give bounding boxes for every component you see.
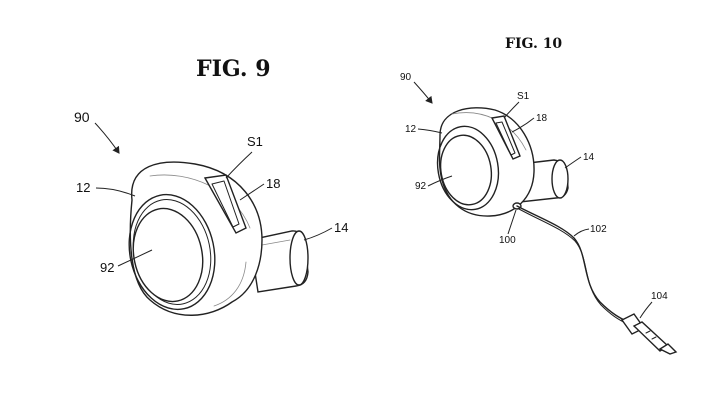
fig9-housing (128, 161, 263, 316)
fig9-label-90: 90 (74, 109, 90, 125)
fig9-label-12: 12 (76, 180, 90, 195)
fig9-label-s1: S1 (247, 134, 263, 149)
fig10-label-100: 100 (499, 235, 516, 246)
fig10-label-104: 104 (651, 291, 668, 302)
fig9-label-18: 18 (266, 176, 280, 191)
figure-10: FIG. 10 (400, 36, 678, 355)
fig9-stem (249, 230, 309, 293)
fig10-title: FIG. 10 (505, 36, 562, 52)
fig9-title: FIG. 9 (196, 56, 271, 82)
fig10-label-s1: S1 (517, 91, 530, 102)
fig10-cable (516, 205, 629, 323)
fig10-arrow-90 (413, 81, 433, 104)
fig10-plug (620, 313, 678, 355)
fig10-label-102: 102 (590, 224, 607, 235)
fig9-slot (203, 174, 247, 234)
fig9-arrow-90 (94, 122, 120, 154)
fig10-slot (490, 115, 521, 160)
fig10-label-18: 18 (536, 113, 548, 124)
fig10-housing (436, 107, 535, 217)
fig10-label-12: 12 (405, 124, 417, 135)
figure-9: FIG. 9 90 12 9 (74, 56, 348, 316)
fig9-label-92: 92 (100, 260, 114, 275)
fig10-label-90: 90 (400, 72, 412, 83)
fig10-label-14: 14 (583, 152, 595, 163)
fig10-label-92: 92 (415, 181, 427, 192)
fig9-label-14: 14 (334, 220, 348, 235)
